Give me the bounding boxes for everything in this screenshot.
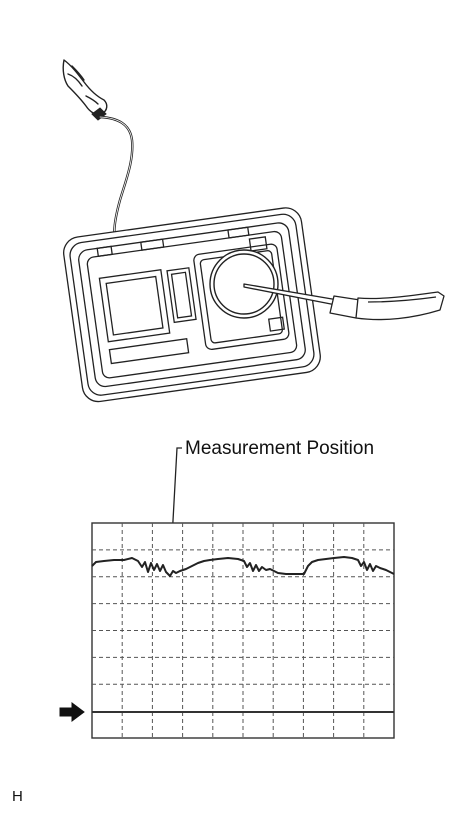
figure-code-label: H — [12, 788, 23, 805]
device-housing — [63, 207, 321, 403]
probe-icon — [243, 283, 445, 321]
probe-clip — [91, 107, 107, 121]
hand-icon — [62, 59, 108, 116]
measurement-position-label: Measurement Position — [185, 438, 374, 459]
scope-grid — [92, 523, 394, 738]
oscilloscope-screen — [91, 522, 395, 739]
waveform-trace — [91, 556, 395, 577]
right-arrow-icon — [59, 702, 85, 722]
